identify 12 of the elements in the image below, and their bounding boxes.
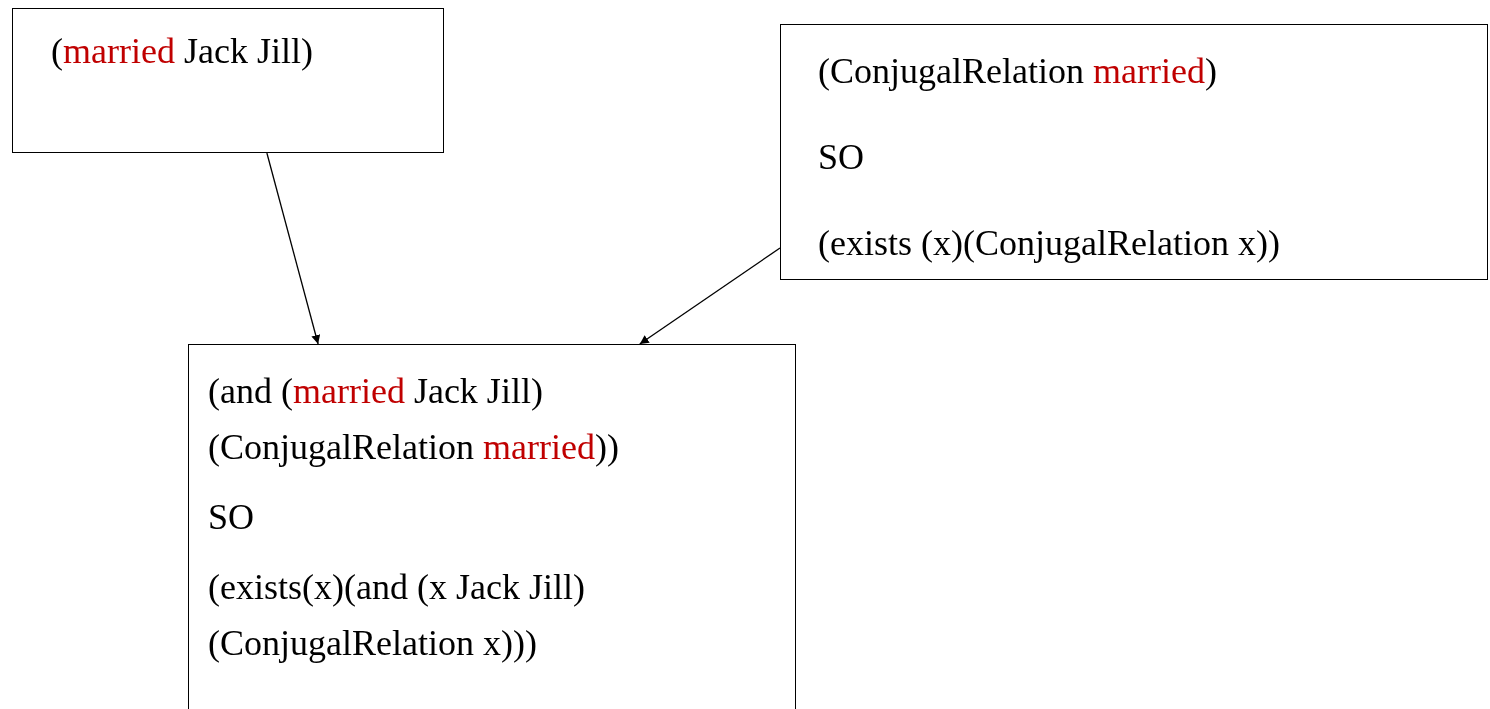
arrow (639, 247, 781, 345)
logic-expression: (married Jack Jill) (51, 30, 313, 73)
logic-expression: SO (818, 136, 865, 179)
text-box (188, 344, 796, 709)
text-box (780, 24, 1488, 280)
logic-expression: (exists(x)(and (x Jack Jill) (ConjugalRelation x))) (208, 566, 586, 665)
logic-expression: (exists (x)(ConjugalRelation x)) (818, 222, 1280, 265)
logic-expression: (and (married Jack Jill) (ConjugalRelation married)) (208, 370, 620, 469)
logic-expression: (ConjugalRelation married) (818, 50, 1217, 93)
text-box (12, 8, 444, 153)
logic-expression: SO (208, 496, 255, 539)
arrow (266, 152, 321, 345)
